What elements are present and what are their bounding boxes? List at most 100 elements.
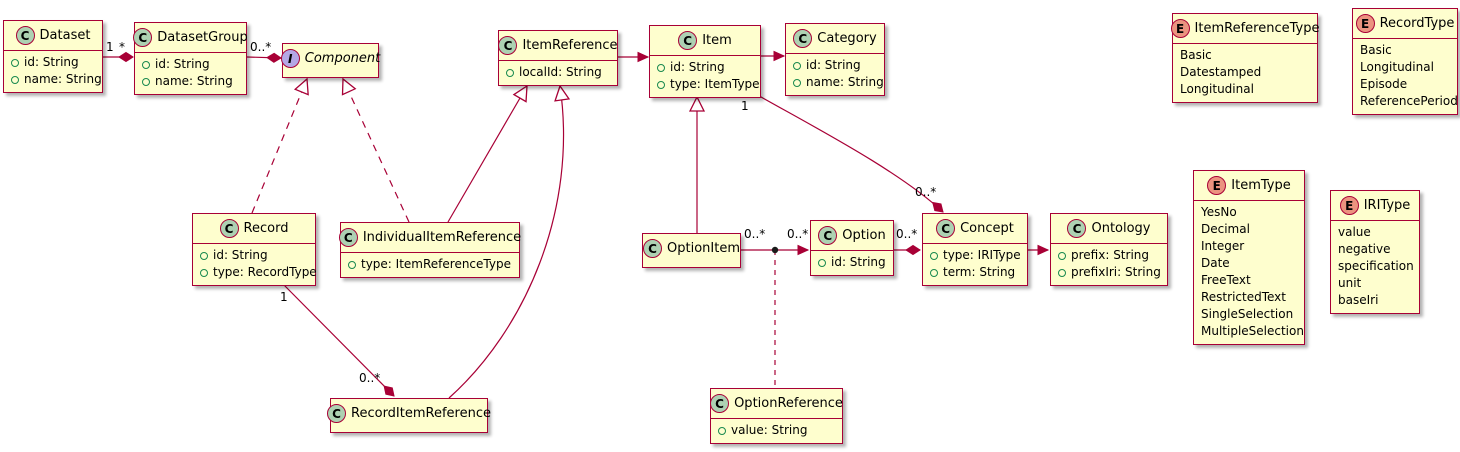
field-row: id: String xyxy=(818,254,886,271)
class-category-fields: id: String name: String xyxy=(786,54,884,95)
enum-value: YesNo xyxy=(1201,205,1237,219)
edge-record-realizes-component xyxy=(251,77,309,214)
field-row: id: String xyxy=(200,247,308,264)
mult-concept-0star-item: 0..* xyxy=(915,185,937,199)
enum-itemtype-title: ItemType xyxy=(1231,178,1291,193)
class-concept-title: Concept xyxy=(960,221,1014,236)
class-category-header: C Category xyxy=(786,24,884,54)
enum-iritype-values: value negative specification unit baseIr… xyxy=(1331,221,1419,313)
class-optionreference-title: OptionReference xyxy=(734,396,843,411)
class-concept-header: C Concept xyxy=(923,214,1027,244)
field-visibility-icon xyxy=(1058,268,1066,277)
field-text: type: IRIType xyxy=(943,248,1021,262)
edge-record-recorditemreference-composition xyxy=(282,283,395,397)
class-item-header: C Item xyxy=(650,26,760,56)
enum-recordtype: E RecordType Basic Longitudinal Episode … xyxy=(1352,8,1458,115)
enum-recordtype-values: Basic Longitudinal Episode ReferencePeri… xyxy=(1353,39,1458,114)
field-text: type: ItemReferenceType xyxy=(361,257,511,271)
field-visibility-icon xyxy=(200,251,208,260)
enum-value: specification xyxy=(1338,259,1414,273)
enum-value: Longitudinal xyxy=(1180,82,1254,96)
class-icon: C xyxy=(643,239,663,258)
class-individualitemreference-header: C IndividualItemReference xyxy=(338,223,521,253)
class-icon: C xyxy=(936,219,956,238)
edge-individualitemreference-realizes-component xyxy=(341,77,410,223)
enum-value: Datestamped xyxy=(1180,65,1262,79)
field-text: id: String xyxy=(213,248,268,262)
class-icon: C xyxy=(327,404,347,423)
field-row: name: String xyxy=(142,73,239,90)
enum-value: FreeText xyxy=(1201,273,1251,287)
field-row: type: RecordType xyxy=(200,264,317,281)
mult-component-0star: 0..* xyxy=(250,40,272,54)
class-datasetgroup-header: C DatasetGroup xyxy=(133,23,248,53)
field-text: name: String xyxy=(24,72,102,86)
class-item: C Item id: String type: ItemType xyxy=(649,25,761,98)
field-text: term: String xyxy=(943,265,1016,279)
class-recorditemreference: C RecordItemReference xyxy=(327,398,491,433)
class-datasetgroup: C DatasetGroup id: String name: String xyxy=(133,22,248,95)
class-icon: C xyxy=(818,226,838,245)
class-icon: C xyxy=(678,31,698,50)
class-option-title: Option xyxy=(842,228,886,243)
enum-itemreferencetype-title: ItemReferenceType xyxy=(1194,21,1320,36)
field-text: id: String xyxy=(670,60,725,74)
enum-value: Episode xyxy=(1360,77,1408,91)
field-visibility-icon xyxy=(793,78,801,87)
class-category-title: Category xyxy=(817,31,877,46)
enum-value: negative xyxy=(1338,242,1391,256)
mult-datasetgroup-star: * xyxy=(119,40,125,54)
enum-recordtype-header: E RecordType xyxy=(1353,9,1457,39)
enum-value: Decimal xyxy=(1201,222,1250,236)
mult-record-1: 1 xyxy=(280,290,288,304)
class-record-title: Record xyxy=(243,221,289,236)
class-concept: C Concept type: IRIType term: String xyxy=(922,213,1028,286)
interface-icon: I xyxy=(280,49,300,68)
class-optionreference-fields: value: String xyxy=(711,419,842,443)
field-visibility-icon xyxy=(142,60,150,69)
enum-value: MultipleSelection xyxy=(1201,324,1304,338)
class-optionreference: C OptionReference value: String xyxy=(710,388,843,444)
field-visibility-icon xyxy=(718,426,726,435)
mult-concept-0star-option: 0..* xyxy=(896,227,918,241)
class-optionreference-header: C OptionReference xyxy=(710,389,843,419)
class-itemreference-fields: localId: String xyxy=(499,61,617,85)
field-visibility-icon xyxy=(793,61,801,70)
enum-value: Basic xyxy=(1180,48,1212,62)
class-dataset-title: Dataset xyxy=(39,28,91,43)
class-dataset-fields: id: String name: String xyxy=(4,51,102,92)
field-text: id: String xyxy=(806,58,861,72)
field-row: prefixIri: String xyxy=(1058,264,1161,281)
enum-value: Longitudinal xyxy=(1360,60,1434,74)
class-optionitem-title: OptionItem xyxy=(667,241,740,256)
class-icon: C xyxy=(498,36,518,55)
enum-iritype-title: IRIType xyxy=(1363,198,1411,213)
enum-value: baseIri xyxy=(1338,293,1379,307)
enum-itemtype-header: E ItemType xyxy=(1194,171,1304,201)
field-row: id: String xyxy=(142,56,239,73)
enum-value: ReferencePeriod xyxy=(1360,94,1458,108)
interface-component: I Component xyxy=(280,43,380,78)
mult-dataset-1: 1 xyxy=(106,40,114,54)
class-itemreference-title: ItemReference xyxy=(522,38,618,53)
class-optionitem-header: C OptionItem xyxy=(643,234,740,263)
class-record: C Record id: String type: RecordType xyxy=(192,213,317,286)
field-row: id: String xyxy=(793,57,877,74)
interface-component-header: I Component xyxy=(280,44,380,73)
field-text: prefixIri: String xyxy=(1071,265,1161,279)
class-icon: C xyxy=(1067,219,1087,238)
enum-icon: E xyxy=(1170,19,1190,38)
class-option: C Option id: String xyxy=(810,220,894,276)
class-icon: C xyxy=(133,28,153,47)
class-optionitem: C OptionItem xyxy=(642,233,741,268)
field-row: value: String xyxy=(718,422,835,439)
field-visibility-icon xyxy=(11,58,19,67)
field-visibility-icon xyxy=(930,268,938,277)
class-datasetgroup-title: DatasetGroup xyxy=(157,30,248,45)
field-row: localId: String xyxy=(506,64,610,81)
class-icon: C xyxy=(710,394,730,413)
field-row: id: String xyxy=(657,59,753,76)
class-option-header: C Option xyxy=(811,221,893,251)
